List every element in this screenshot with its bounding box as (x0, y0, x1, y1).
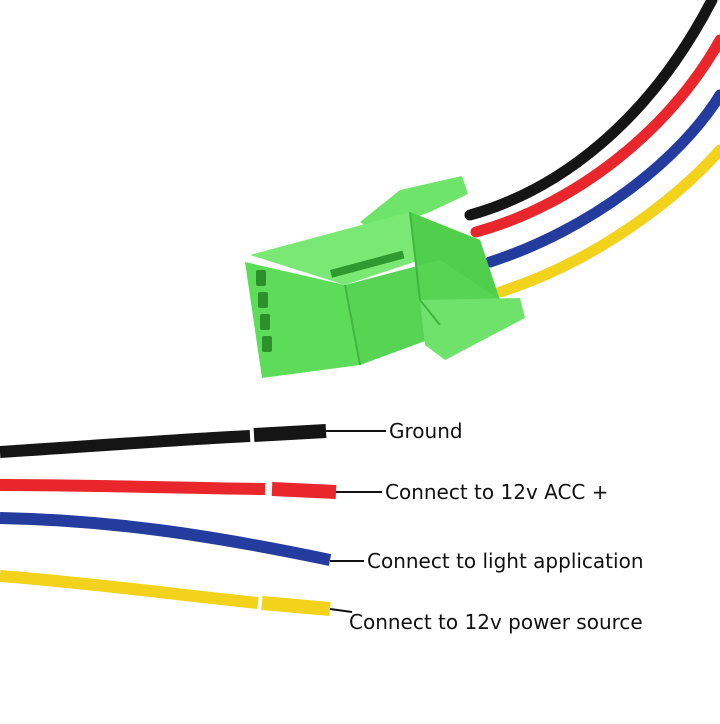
lower-red-tip (271, 482, 337, 499)
leader-power (329, 608, 353, 613)
pin-hole (262, 336, 272, 352)
upper-yellow-wire (494, 144, 720, 298)
ground-label: Ground (389, 419, 463, 443)
acc-label: Connect to 12v ACC + (385, 480, 609, 504)
connector-bottom-flange (420, 298, 525, 360)
power-source-label: Connect to 12v power source (349, 610, 643, 634)
light-application-label: Connect to light application (367, 549, 644, 573)
leader-lines (326, 430, 386, 613)
lower-yellow-tip (261, 596, 331, 616)
pin-hole (260, 314, 270, 330)
connector-face (245, 262, 360, 378)
green-connector (245, 176, 525, 378)
upper-red-wire (470, 34, 720, 238)
lower-black-tip (253, 424, 327, 442)
upper-wire-bundle (464, 0, 720, 298)
connector-slot (329, 250, 405, 278)
lower-red-wire (0, 479, 266, 495)
lower-wires (0, 424, 337, 616)
lower-blue-wire (0, 512, 332, 566)
lower-yellow-wire (0, 570, 259, 609)
connector-pin-holes (256, 270, 272, 352)
connector-edge (409, 211, 441, 326)
upper-blue-wire (484, 89, 720, 268)
lower-black-wire (0, 430, 251, 458)
pin-hole (258, 292, 268, 308)
connector-edge (344, 284, 361, 366)
pin-hole (256, 270, 266, 286)
upper-black-wire (464, 0, 718, 221)
connector-top-latch (360, 176, 468, 232)
